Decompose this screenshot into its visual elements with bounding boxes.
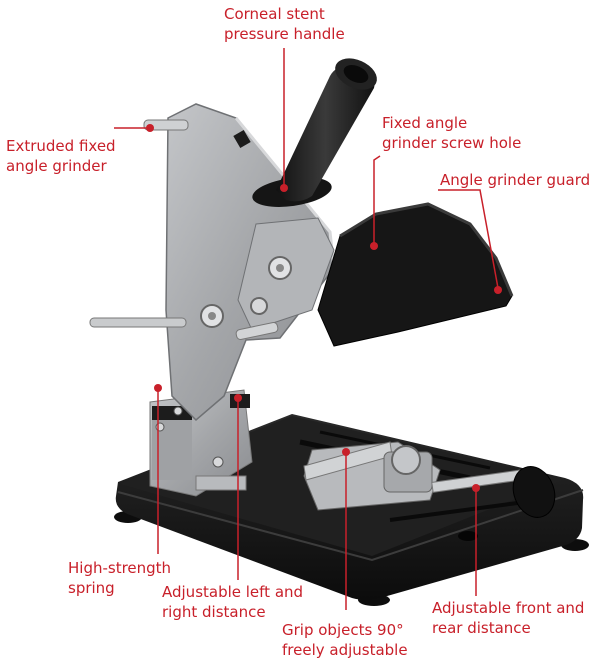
label-spring: High-strength spring [68, 558, 171, 598]
label-corneal-stent-line1: Corneal stent [224, 5, 325, 23]
leader-dot [146, 124, 154, 132]
leader-dot [370, 242, 378, 250]
base-hole [458, 531, 478, 541]
handle-grip [276, 65, 375, 202]
upper-rod [143, 119, 189, 131]
leader-lines [114, 48, 499, 610]
bolt [208, 312, 216, 320]
vise-knob-top [391, 445, 421, 475]
base-plate-edge [117, 489, 584, 562]
mount-bracket [195, 475, 247, 491]
leader-dot [280, 184, 288, 192]
leader-screw-hole [373, 155, 381, 244]
screw [155, 422, 165, 432]
label-corneal-stent: Corneal stent pressure handle [224, 4, 345, 44]
label-extruded: Extruded fixed angle grinder [6, 136, 116, 176]
leader-dot [472, 484, 480, 492]
screw [173, 406, 183, 416]
bolt [250, 297, 268, 315]
label-guard: Angle grinder guard [440, 170, 590, 190]
vise-handwheel [512, 466, 556, 518]
leader-dots [146, 124, 502, 492]
leader-dot [234, 394, 242, 402]
leader-guard [438, 189, 499, 289]
handle-top-hole [343, 64, 369, 84]
leader-dot [494, 286, 502, 294]
label-grip-line1: Grip objects 90° [282, 621, 404, 639]
label-spring-line1: High-strength [68, 559, 172, 577]
label-front-rear: Adjustable front and rear distance [432, 598, 584, 638]
label-spring-line2: spring [68, 579, 115, 597]
label-screw-hole-line2: grinder screw hole [382, 134, 522, 152]
label-screw-hole: Fixed angle grinder screw hole [382, 113, 521, 153]
side-rod [89, 317, 187, 328]
lower-rod [235, 321, 279, 341]
label-front-rear-line2: rear distance [432, 619, 531, 637]
leader-dot [154, 384, 162, 392]
label-grip: Grip objects 90° freely adjustable [282, 620, 408, 660]
leader-dot [342, 448, 350, 456]
screw [212, 456, 224, 468]
label-guard-line1: Angle grinder guard [440, 171, 591, 189]
grinder-guard [317, 203, 513, 347]
arm-plate-edge [234, 117, 336, 269]
label-screw-hole-line1: Fixed angle [382, 114, 468, 132]
label-left-right-line2: right distance [162, 603, 266, 621]
label-left-right-line1: Adjustable left and [162, 583, 304, 601]
base-slot [389, 498, 541, 522]
label-front-rear-line1: Adjustable front and [432, 599, 585, 617]
grinder-guard-rim [339, 202, 514, 297]
arm-switch [233, 129, 251, 149]
label-extruded-line2: angle grinder [6, 157, 107, 175]
label-corneal-stent-line2: pressure handle [224, 25, 345, 43]
label-extruded-line1: Extruded fixed [6, 137, 116, 155]
bolt [276, 264, 284, 272]
label-left-right: Adjustable left and right distance [162, 582, 303, 622]
label-grip-line2: freely adjustable [282, 641, 408, 659]
